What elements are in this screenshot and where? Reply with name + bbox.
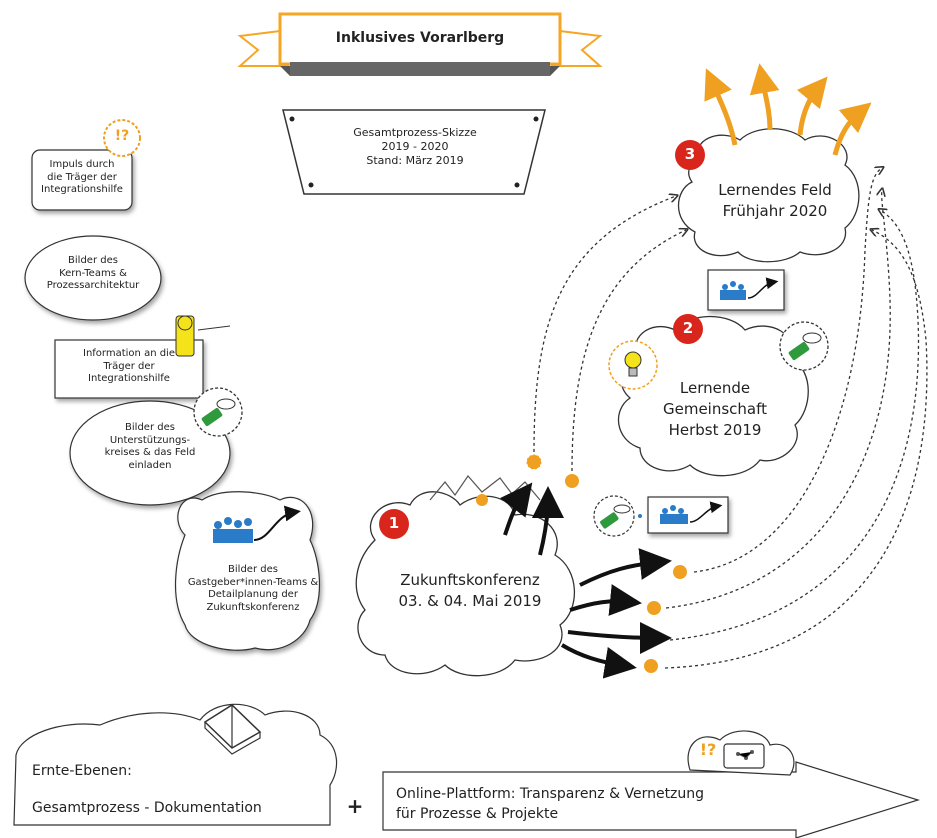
information-line2: Träger der bbox=[103, 360, 155, 372]
platform-line1: Online-Plattform: Transparenz & Vernetzu… bbox=[396, 786, 705, 802]
banner-fold-left bbox=[280, 66, 290, 76]
harvest-heading: Ernte-Ebenen: bbox=[32, 763, 132, 779]
stage2-number-circle bbox=[673, 314, 703, 344]
plaque-line3: Stand: März 2019 bbox=[366, 153, 464, 167]
unterstuetzung-line3: kreises & das Feld bbox=[104, 447, 196, 458]
growth-arrow-4 bbox=[832, 102, 872, 156]
stage1-number: 1 bbox=[388, 514, 400, 532]
screen-icon bbox=[723, 743, 765, 769]
information-line1: Information an die bbox=[83, 348, 175, 359]
banner-title: Inklusives Vorarlberg bbox=[335, 30, 505, 46]
people-chart-icon bbox=[213, 505, 301, 543]
book-icon bbox=[203, 704, 262, 755]
stage2-line3: Herbst 2019 bbox=[668, 421, 762, 439]
growth-arrow-1 bbox=[704, 68, 738, 146]
harvest-cloud bbox=[13, 703, 338, 826]
information-text: Information an die Träger der Integratio… bbox=[55, 348, 203, 386]
impuls-line3: Integrationshilfe bbox=[41, 184, 123, 195]
gastgeber-line3: Detailplanung der bbox=[208, 589, 298, 600]
impuls-card bbox=[31, 119, 141, 211]
plaque-line1: Gesamtprozess-Skizze bbox=[353, 126, 477, 139]
plaque-text: Gesamtprozess-Skizze 2019 - 2020 Stand: … bbox=[310, 126, 520, 167]
person-icon bbox=[175, 315, 231, 357]
banner-fold-right bbox=[550, 66, 560, 76]
gastgeber-line1: Bilder des bbox=[228, 564, 278, 575]
harvest-plus: + bbox=[346, 794, 364, 818]
kern-line2: Kern-Teams & bbox=[59, 267, 127, 279]
tag-icon bbox=[193, 387, 243, 437]
exclamation-question-icon bbox=[103, 119, 141, 157]
lightbulb-icon bbox=[608, 340, 658, 390]
stage3-number: 3 bbox=[684, 145, 696, 163]
platform-symbol: !? bbox=[699, 740, 717, 759]
kern-line1: Bilder des bbox=[68, 255, 118, 266]
stage1-text: Zukunftskonferenz 03. & 04. Mai 2019 bbox=[380, 570, 560, 612]
tag-icon-mid bbox=[593, 495, 642, 537]
unterstuetzung-line4: einladen bbox=[128, 459, 172, 471]
exclamation-question-symbol: !? bbox=[114, 128, 130, 144]
tag-icon-stage2 bbox=[779, 321, 829, 371]
gastgeber-line4: Zukunftskonferenz bbox=[206, 601, 300, 613]
people-chart-card-top bbox=[707, 269, 785, 311]
impuls-line1: Impuls durch bbox=[49, 159, 115, 170]
stage1-title: Zukunftskonferenz bbox=[400, 571, 540, 589]
feedback-arrows bbox=[533, 168, 928, 669]
kern-text: Bilder des Kern-Teams & Prozessarchitekt… bbox=[28, 255, 158, 293]
impuls-line2: die Träger der bbox=[47, 171, 117, 183]
unterstuetzung-text: Bilder des Unterstützungs- kreises & das… bbox=[75, 422, 225, 472]
information-card bbox=[54, 315, 231, 399]
unterstuetzung-line1: Bilder des bbox=[125, 422, 175, 433]
orange-dots bbox=[526, 454, 687, 673]
stage2-line1: Lernende bbox=[679, 379, 751, 397]
unterstuetzung-line2: Unterstützungs- bbox=[109, 434, 191, 446]
stage2-number: 2 bbox=[682, 319, 694, 337]
plaque bbox=[282, 109, 546, 195]
stage3-cloud bbox=[675, 63, 872, 263]
growth-arrow-3 bbox=[796, 76, 828, 136]
platform-line2: für Prozesse & Projekte bbox=[396, 806, 559, 823]
kern-team-ellipse bbox=[24, 235, 162, 321]
unterstuetzung-ellipse bbox=[69, 400, 231, 506]
information-line3: Integrationshilfe bbox=[88, 373, 170, 384]
growth-arrow-2 bbox=[749, 63, 780, 131]
impuls-text: Impuls durch die Träger der Integrations… bbox=[32, 159, 132, 197]
kern-line3: Prozessarchitektur bbox=[46, 280, 140, 291]
gastgeber-text: Bilder des Gastgeber*innen-Teams & Detai… bbox=[178, 564, 328, 614]
gastgeber-cloud bbox=[175, 491, 320, 651]
banner-body bbox=[278, 12, 562, 66]
gastgeber-line2: Gastgeber*innen-Teams & bbox=[187, 576, 319, 588]
platform-arrow bbox=[382, 730, 921, 838]
banner-base bbox=[290, 62, 550, 76]
stage1-date: 03. & 04. Mai 2019 bbox=[398, 592, 542, 610]
stage1-number-circle bbox=[379, 509, 409, 539]
stage2-line2: Gemeinschaft bbox=[662, 400, 768, 418]
stage1-output-arrows bbox=[500, 482, 672, 679]
stage2-text: Lernende Gemeinschaft Herbst 2019 bbox=[630, 378, 800, 441]
stage3-line2: Frühjahr 2020 bbox=[722, 202, 828, 220]
banner bbox=[237, 12, 603, 76]
plaque-shape bbox=[282, 109, 546, 195]
stage3-line1: Lernendes Feld bbox=[718, 181, 832, 199]
stage1-cloud bbox=[355, 475, 576, 677]
platform-text: Online-Plattform: Transparenz & Vernetzu… bbox=[396, 784, 704, 825]
stage2-cloud bbox=[608, 314, 829, 477]
plaque-line2: 2019 - 2020 bbox=[381, 139, 449, 153]
people-chart-card-mid bbox=[647, 496, 729, 534]
stage3-number-circle bbox=[675, 140, 705, 170]
stage3-text: Lernendes Feld Frühjahr 2020 bbox=[700, 180, 850, 222]
harvest-documentation: Gesamtprozess - Dokumentation bbox=[32, 800, 262, 816]
